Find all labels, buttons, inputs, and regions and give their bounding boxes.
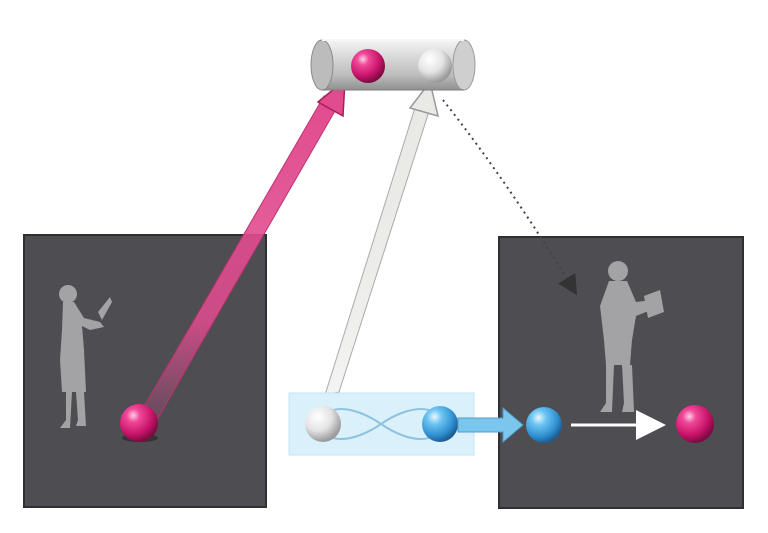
measured-particle-white bbox=[418, 49, 452, 83]
bob-input-particle bbox=[526, 407, 562, 443]
blue-transfer-arrow bbox=[457, 406, 524, 444]
scientist-with-clipboard-icon-right bbox=[600, 261, 664, 412]
measured-particle-magenta bbox=[351, 49, 385, 83]
entangled-particle-blue bbox=[422, 406, 458, 442]
bob-output-particle bbox=[676, 405, 714, 443]
alice-particle bbox=[120, 404, 158, 442]
grey-beam-arrow bbox=[324, 80, 440, 396]
entangled-particle-white bbox=[305, 406, 341, 442]
scientist-with-clipboard-icon bbox=[59, 285, 112, 428]
